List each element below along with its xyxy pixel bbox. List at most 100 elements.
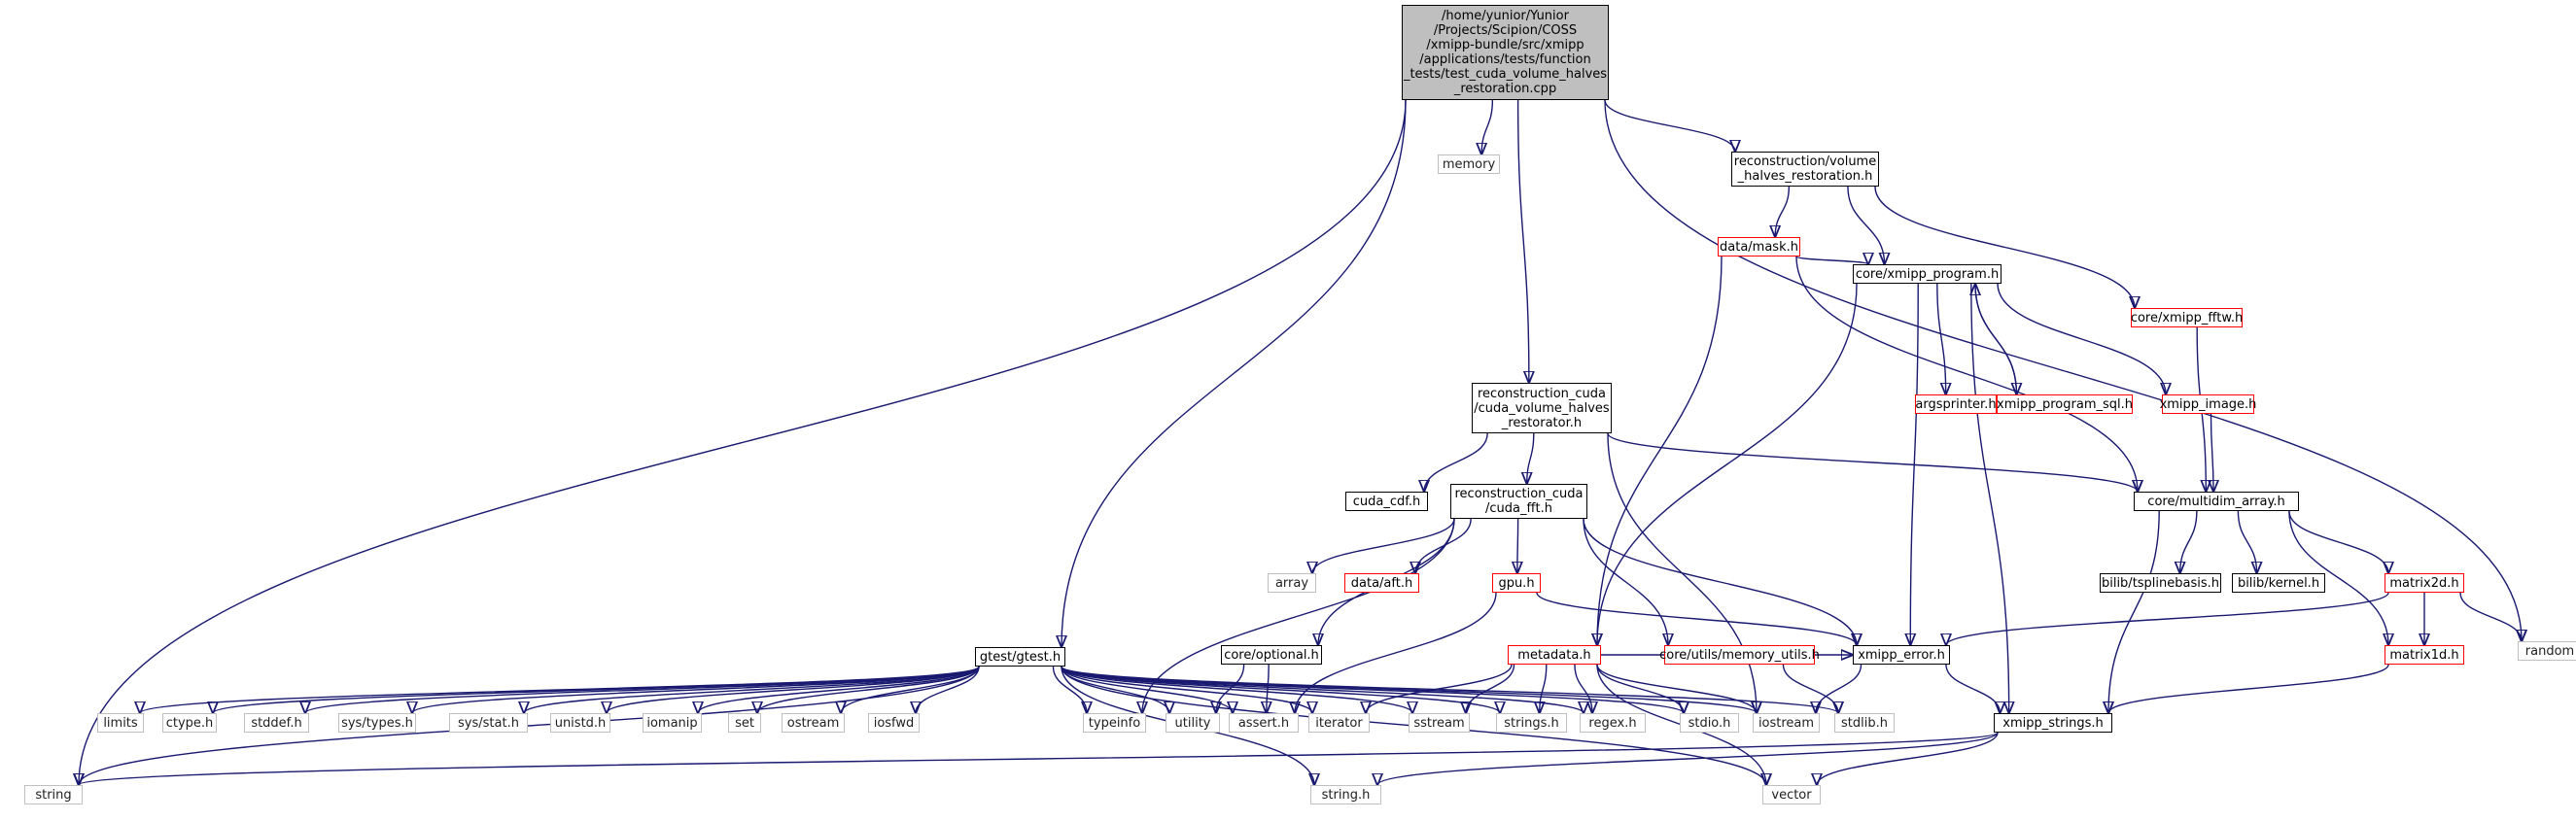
node-unistd[interactable]: unistd.h [550, 713, 610, 733]
node-label: cuda_cdf.h [1352, 494, 1421, 509]
node-label: xmipp_image.h [2159, 396, 2257, 412]
node-iterator[interactable]: iterator [1308, 713, 1370, 733]
node-ximage[interactable]: xmipp_image.h [2159, 394, 2257, 414]
edge-mask-to-xprog [1795, 257, 1868, 264]
node-label: matrix1d.h [2389, 647, 2459, 663]
node-ostream[interactable]: ostream [782, 713, 845, 733]
node-set[interactable]: set [728, 713, 761, 733]
node-tspline[interactable]: bilib/tsplinebasis.h [2100, 573, 2221, 593]
node-progsql[interactable]: xmipp_program_sql.h [1997, 394, 2133, 414]
edge-cudafft-to-array [1312, 518, 1455, 573]
edge-xprog-to-xstrings [1970, 283, 2009, 713]
node-stdio[interactable]: stdio.h [1680, 713, 1739, 733]
node-label: matrix2d.h [2389, 575, 2459, 591]
node-cuda_restorator[interactable]: reconstruction_cuda /cuda_volume_halves … [1472, 383, 1612, 433]
node-array[interactable]: array [1268, 573, 1316, 593]
node-label: gpu.h [1498, 575, 1535, 591]
node-label: set [735, 715, 754, 731]
node-mask[interactable]: data/mask.h [1718, 237, 1800, 257]
edge-cudafft-to-typeinfo [1142, 518, 1455, 713]
node-label: xmipp_error.h [1858, 647, 1945, 663]
node-label: regex.h [1588, 715, 1637, 731]
node-label: unistd.h [554, 715, 607, 731]
node-cudafft[interactable]: reconstruction_cuda /cuda_fft.h [1450, 484, 1587, 519]
edge-metadata-to-sstream [1466, 664, 1515, 713]
node-aft[interactable]: data/aft.h [1344, 573, 1419, 593]
edge-xerror-to-xstrings [1945, 664, 2000, 713]
node-asserth[interactable]: assert.h [1229, 713, 1299, 733]
edge-gtest-to-set [757, 666, 980, 713]
node-iostream[interactable]: iostream [1753, 713, 1820, 733]
edge-gpu-to-asserth [1295, 592, 1497, 713]
edge-multidim-to-xstrings [2108, 510, 2160, 713]
node-label: bilib/kernel.h [2237, 575, 2320, 591]
edge-xstrings-to-stringh [1377, 732, 1999, 785]
node-limits[interactable]: limits [97, 713, 144, 733]
node-fftw[interactable]: core/xmipp_fftw.h [2131, 308, 2243, 327]
node-argsprinter[interactable]: argsprinter.h [1915, 394, 1997, 414]
node-label: gtest/gtest.h [979, 649, 1062, 665]
node-label: memory [1442, 156, 1496, 172]
node-gpu[interactable]: gpu.h [1492, 573, 1541, 593]
node-utility[interactable]: utility [1166, 713, 1220, 733]
edge-xstrings-to-string [79, 732, 1999, 785]
node-iomanip[interactable]: iomanip [643, 713, 702, 733]
node-stringh[interactable]: string.h [1310, 785, 1381, 804]
node-label: core/optional.h [1224, 647, 1319, 663]
node-gtest[interactable]: gtest/gtest.h [975, 647, 1065, 667]
edge-gtest-to-string [79, 666, 980, 785]
edge-gtest-to-stdlib [1061, 666, 1838, 713]
node-label: stdlib.h [1841, 715, 1888, 731]
edge-ximage-to-multidim [2210, 413, 2213, 492]
edge-gtest-to-typeinfo [1052, 666, 1087, 713]
node-stringsh[interactable]: strings.h [1496, 713, 1567, 733]
node-memory[interactable]: memory [1438, 154, 1500, 174]
node-label: utility [1174, 715, 1211, 731]
node-iosfwd[interactable]: iosfwd [868, 713, 920, 733]
node-sstream[interactable]: sstream [1409, 713, 1470, 733]
edge-gtest-to-stringsh [1061, 666, 1500, 713]
node-typeinfo[interactable]: typeinfo [1083, 713, 1146, 733]
node-label: core/multidim_array.h [2147, 494, 2285, 509]
node-stdlib[interactable]: stdlib.h [1834, 713, 1895, 733]
node-memutils[interactable]: core/utils/memory_utils.h [1659, 645, 1820, 665]
edge-xprog-to-ximage [1997, 283, 2166, 394]
node-metadata[interactable]: metadata.h [1508, 645, 1601, 665]
node-vhr[interactable]: reconstruction/volume _halves_restoratio… [1731, 152, 1879, 187]
node-matrix2d[interactable]: matrix2d.h [2385, 573, 2464, 593]
node-label: argsprinter.h [1915, 396, 1997, 412]
node-regex[interactable]: regex.h [1580, 713, 1646, 733]
node-label: reconstruction/volume _halves_restoratio… [1733, 154, 1877, 184]
node-label: iosfwd [873, 715, 915, 731]
node-multidim[interactable]: core/multidim_array.h [2134, 492, 2299, 511]
node-matrix1d[interactable]: matrix1d.h [2385, 645, 2464, 665]
edge-root-to-gtest [1062, 99, 1407, 647]
edge-mask-to-metadata [1597, 256, 1723, 645]
node-label: iterator [1315, 715, 1363, 731]
node-ctype[interactable]: ctype.h [162, 713, 217, 733]
node-xprog[interactable]: core/xmipp_program.h [1853, 264, 2002, 284]
node-label: ctype.h [165, 715, 214, 731]
edge-cuda_restorator-to-multidim [1607, 432, 2138, 492]
edge-root-to-string [79, 99, 1407, 785]
node-label: ostream [786, 715, 840, 731]
node-label: sys/types.h [341, 715, 413, 731]
node-stddef[interactable]: stddef.h [244, 713, 309, 733]
node-string[interactable]: string [24, 785, 83, 804]
edge-root-to-vhr [1604, 99, 1735, 152]
node-random[interactable]: random [2518, 641, 2576, 661]
node-cudacdf[interactable]: cuda_cdf.h [1345, 492, 1428, 511]
node-xstrings[interactable]: xmipp_strings.h [1994, 713, 2112, 733]
node-kernel[interactable]: bilib/kernel.h [2232, 573, 2325, 593]
edge-cuda_restorator-to-cudafft [1527, 432, 1535, 484]
node-systypes[interactable]: sys/types.h [338, 713, 416, 733]
edge-metadata-to-iostream [1596, 664, 1757, 713]
node-sysstat[interactable]: sys/stat.h [449, 713, 528, 733]
node-optional[interactable]: core/optional.h [1221, 645, 1322, 665]
edge-vhr-to-mask [1775, 186, 1791, 237]
node-xerror[interactable]: xmipp_error.h [1853, 645, 1950, 665]
node-vector[interactable]: vector [1762, 785, 1821, 804]
node-label: stddef.h [251, 715, 302, 731]
node-label: typeinfo [1088, 715, 1141, 731]
